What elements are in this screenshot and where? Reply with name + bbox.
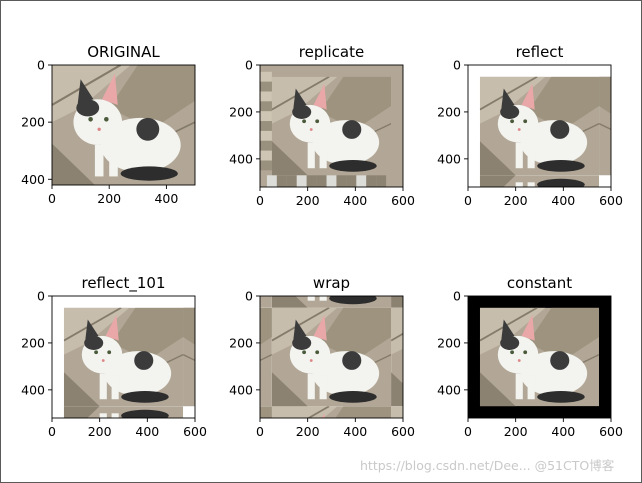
x-tick-label: 400: [343, 193, 367, 208]
axes-frame: [51, 295, 196, 419]
y-tick-label: 200: [21, 115, 45, 130]
axes-frame: [259, 64, 404, 188]
cat-image: [271, 307, 392, 407]
image-area: [260, 65, 403, 187]
y-tick-label: 200: [21, 335, 45, 350]
axes-frame: [467, 64, 612, 188]
subplot-5: wrap 0 200 400 600 0 200 400: [229, 274, 415, 439]
subplot-title: reflect_101: [81, 274, 165, 293]
x-tick-label: 0: [256, 424, 264, 439]
subplot-title: reflect: [516, 43, 564, 61]
x-tick-label: 0: [464, 424, 472, 439]
x-tick-label: 0: [48, 191, 56, 206]
y-tick-label: 400: [229, 151, 253, 166]
image-area: [479, 76, 611, 187]
subplot-title: constant: [507, 274, 572, 292]
subplot-4: reflect_101 0 200 400 600 0 200 400: [21, 274, 207, 439]
y-tick-label: 200: [437, 335, 461, 350]
axes-frame: [259, 295, 404, 419]
x-tick-label: 200: [504, 193, 528, 208]
y-tick-label: 200: [229, 104, 253, 119]
x-tick-label: 0: [48, 424, 56, 439]
x-tick-label: 400: [551, 424, 575, 439]
x-tick-label: 600: [391, 193, 415, 208]
subplot-2: replicate 0 200 400 600 0 200 400: [229, 43, 415, 208]
subplot-title: replicate: [299, 43, 364, 61]
cat-image: [479, 307, 600, 407]
y-tick-label: 400: [229, 382, 253, 397]
x-tick-label: 0: [464, 193, 472, 208]
x-tick-label: 400: [343, 424, 367, 439]
x-tick-label: 200: [296, 193, 320, 208]
x-tick-label: 200: [88, 424, 112, 439]
y-tick-label: 200: [437, 104, 461, 119]
x-tick-label: 400: [135, 424, 159, 439]
x-tick-label: 600: [599, 193, 623, 208]
image-area: [52, 65, 195, 185]
image-area: [468, 296, 611, 418]
x-tick-label: 0: [256, 193, 264, 208]
x-tick-label: 400: [551, 193, 575, 208]
subplot-3: reflect 0 200 400 600 0 200 400: [437, 43, 623, 208]
watermark: https://blog.csdn.net/Dee... @51CTO博客: [360, 458, 615, 473]
y-tick-label: 0: [453, 58, 461, 73]
y-tick-label: 400: [21, 172, 45, 187]
x-tick-label: 600: [183, 424, 207, 439]
y-tick-label: 0: [453, 289, 461, 304]
x-tick-label: 400: [154, 191, 178, 206]
subplot-title: wrap: [313, 274, 350, 292]
cat-image: [271, 76, 392, 176]
cat-image: [479, 76, 600, 176]
subplot-title: ORIGINAL: [87, 43, 160, 61]
y-tick-label: 400: [437, 151, 461, 166]
y-tick-label: 0: [245, 289, 253, 304]
y-tick-label: 200: [229, 335, 253, 350]
y-tick-label: 0: [37, 58, 45, 73]
x-tick-label: 200: [296, 424, 320, 439]
y-tick-label: 400: [21, 382, 45, 397]
subplot-6: constant 0 200 400 600 0 200 400: [437, 274, 623, 439]
y-tick-label: 400: [437, 382, 461, 397]
axes-frame: [51, 64, 196, 186]
y-tick-label: 0: [245, 58, 253, 73]
axes-frame: [467, 295, 612, 419]
cat-image: [63, 307, 184, 407]
y-tick-label: 0: [37, 289, 45, 304]
x-tick-label: 200: [504, 424, 528, 439]
x-tick-label: 600: [599, 424, 623, 439]
x-tick-label: 200: [97, 191, 121, 206]
x-tick-label: 600: [391, 424, 415, 439]
